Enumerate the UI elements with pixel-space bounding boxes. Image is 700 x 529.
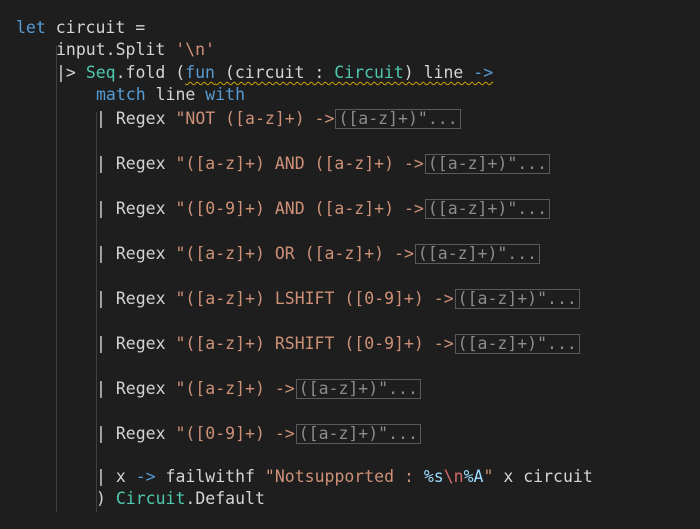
code-line-2[interactable]: input.Split '\n' xyxy=(56,39,215,61)
folded-region[interactable]: ([a-z]+)"... xyxy=(424,154,551,174)
default-member: .Default xyxy=(185,489,265,508)
failwithf-call: failwithf xyxy=(155,467,265,486)
folded-region[interactable]: ([a-z]+)"... xyxy=(335,109,461,129)
match-case-5[interactable]: | Regex "([a-z]+) LSHIFT ([0-9]+) ->([a-… xyxy=(96,288,580,310)
closing-paren: ) xyxy=(96,489,116,508)
binding-name: circuit = xyxy=(45,18,146,37)
fold-call: .fold ( xyxy=(115,63,186,82)
type-circuit: Circuit xyxy=(115,489,186,508)
case-prefix: | x xyxy=(96,467,136,486)
format-string-start: "Notsupported : xyxy=(264,467,424,486)
keyword-with: with xyxy=(205,85,246,104)
regex-pattern: "([0-9]+) -> xyxy=(175,424,295,443)
indent-guide xyxy=(96,112,97,512)
folded-region[interactable]: ([a-z]+)"... xyxy=(454,334,580,354)
case-prefix: | Regex xyxy=(96,154,176,173)
case-prefix: | Regex xyxy=(96,109,176,128)
regex-pattern: "([a-z]+) AND ([a-z]+) -> xyxy=(175,154,424,173)
case-prefix: | Regex xyxy=(96,199,176,218)
folded-region[interactable]: ([a-z]+)"... xyxy=(414,244,541,264)
case-prefix: | Regex xyxy=(96,289,176,308)
warning-squiggle[interactable]: fun (circuit : Circuit) line -> xyxy=(185,63,493,82)
seq-module: Seq xyxy=(85,63,116,82)
code-line-last[interactable]: ) Circuit.Default xyxy=(96,488,265,510)
regex-pattern: "([a-z]+) LSHIFT ([0-9]+) -> xyxy=(175,289,454,308)
match-case-6[interactable]: | Regex "([a-z]+) RSHIFT ([0-9]+) ->([a-… xyxy=(96,333,580,355)
match-case-7[interactable]: | Regex "([a-z]+) ->([a-z]+)"... xyxy=(96,378,421,400)
regex-pattern: "([0-9]+) AND ([a-z]+) -> xyxy=(175,199,424,218)
match-case-8[interactable]: | Regex "([0-9]+) ->([a-z]+)"... xyxy=(96,423,421,445)
lambda-params: (circuit : xyxy=(214,63,335,82)
format-string-end: " xyxy=(483,467,494,486)
pipe-operator: |> xyxy=(56,63,86,82)
folded-region[interactable]: ([a-z]+)"... xyxy=(454,289,580,309)
newline-char-literal: '\n' xyxy=(175,40,215,59)
case-prefix: | Regex xyxy=(96,424,176,443)
type-circuit: Circuit xyxy=(334,63,404,82)
lambda-params-tail: ) line xyxy=(403,63,474,82)
keyword-match: match xyxy=(96,85,146,104)
format-specifier-a: %A xyxy=(463,467,484,486)
match-subject: line xyxy=(145,85,206,104)
case-prefix: | Regex xyxy=(96,379,176,398)
case-prefix: | Regex xyxy=(96,244,176,263)
regex-pattern: "([a-z]+) OR ([a-z]+) -> xyxy=(175,244,414,263)
regex-pattern: "([a-z]+) RSHIFT ([0-9]+) -> xyxy=(175,334,454,353)
regex-pattern: "NOT ([a-z]+) -> xyxy=(175,109,335,128)
regex-pattern: "([a-z]+) -> xyxy=(175,379,295,398)
case-prefix: | Regex xyxy=(96,334,176,353)
match-case-2[interactable]: | Regex "([a-z]+) AND ([a-z]+) ->([a-z]+… xyxy=(96,153,551,175)
format-specifier-s: %s xyxy=(423,467,444,486)
code-line-4[interactable]: match line with xyxy=(96,84,245,106)
indent-guide xyxy=(56,46,57,512)
match-case-1[interactable]: | Regex "NOT ([a-z]+) ->([a-z]+)"... xyxy=(96,108,461,130)
case-arrow: -> xyxy=(135,467,156,486)
failwithf-args: x circuit xyxy=(493,467,593,486)
lambda-arrow: -> xyxy=(473,63,494,82)
keyword-fun: fun xyxy=(185,63,215,82)
match-case-fallback[interactable]: | x -> failwithf "Notsupported : %s\n%A"… xyxy=(96,466,593,488)
folded-region[interactable]: ([a-z]+)"... xyxy=(295,379,421,399)
match-case-4[interactable]: | Regex "([a-z]+) OR ([a-z]+) ->([a-z]+)… xyxy=(96,243,541,265)
folded-region[interactable]: ([a-z]+)"... xyxy=(295,424,421,444)
folded-region[interactable]: ([a-z]+)"... xyxy=(424,199,551,219)
escape-newline: \n xyxy=(443,467,464,486)
split-call: input.Split xyxy=(56,40,176,59)
match-case-3[interactable]: | Regex "([0-9]+) AND ([a-z]+) ->([a-z]+… xyxy=(96,198,551,220)
code-line-1[interactable]: let circuit = xyxy=(16,17,145,39)
code-line-3[interactable]: |> Seq.fold (fun (circuit : Circuit) lin… xyxy=(56,62,493,84)
keyword-let: let xyxy=(16,18,46,37)
